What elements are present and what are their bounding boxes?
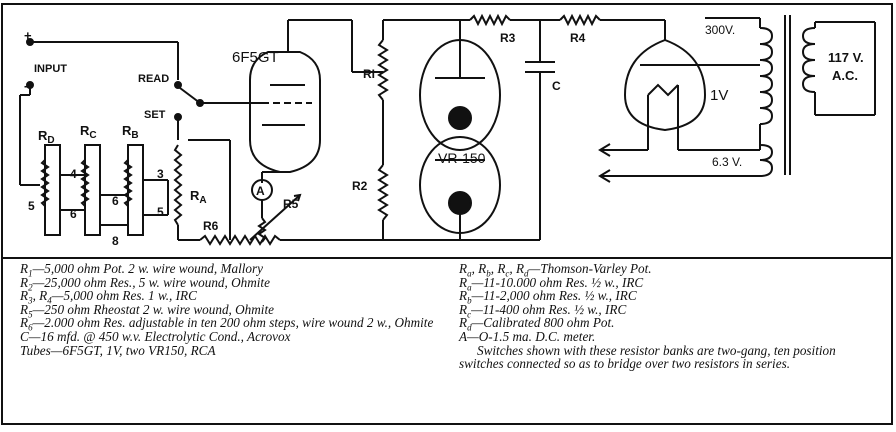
minus-label: - xyxy=(24,78,28,93)
tap-ra-bottom-label: 5 xyxy=(157,205,164,219)
meter-label: A xyxy=(256,184,265,198)
parts-list-right: Ra, Rb, Rc, Rd—Thomson-Varley Pot.Ra—11-… xyxy=(459,262,880,422)
parts-list-item: Switches shown with these resistor banks… xyxy=(459,342,836,372)
read-label: READ xyxy=(138,73,169,85)
tap-ra-top-label: 3 xyxy=(157,167,164,181)
parts-list-item: R2—25,000 ohm Res., 5 w. wire wound, Ohm… xyxy=(20,274,270,293)
tube-1v-label: 1V xyxy=(710,87,728,104)
parts-list-item: Ra, Rb, Rc, Rd—Thomson-Varley Pot. xyxy=(459,261,652,279)
v63-label: 6.3 V. xyxy=(712,155,742,169)
parts-list-item: R1—5,000 ohm Pot. 2 w. wire wound, Mallo… xyxy=(20,261,263,279)
rb-label: RB xyxy=(122,123,139,141)
parts-list-item: Tubes—6F5GT, 1V, two VR150, RCA xyxy=(20,342,216,358)
r5-label: R5 xyxy=(283,197,299,211)
tube1-label: 6F5GT xyxy=(232,49,279,66)
parts-list-item: Rc—11-400 ohm Res. ½ w., IRC xyxy=(459,301,627,320)
transformer-primary xyxy=(801,27,816,93)
set-label: SET xyxy=(144,109,166,121)
transformer-secondary xyxy=(759,27,774,125)
tap-rc-top-label: 4 xyxy=(70,167,77,181)
tap-rc-bottom-label: 6 xyxy=(70,207,77,221)
parts-list-left: R1—5,000 ohm Pot. 2 w. wire wound, Mallo… xyxy=(20,262,441,422)
vr150-label: VR-150 xyxy=(438,150,486,166)
parts-list-item: R6—2.000 ohm Res. adjustable in ten 200 … xyxy=(20,315,434,334)
filament-winding xyxy=(759,144,774,177)
rd-label: RD xyxy=(38,128,55,146)
read-contact xyxy=(174,81,182,89)
figure-border xyxy=(1,3,893,425)
tap-rd-label: 5 xyxy=(28,199,35,213)
v300-label: 300V. xyxy=(705,23,735,37)
parts-list-item: R5—250 ohm Rheostat 2 w. wire wound, Ohm… xyxy=(20,301,274,320)
ac-label: A.C. xyxy=(832,68,858,83)
tap-rb-top-label: 6 xyxy=(112,194,119,208)
plus-label: + xyxy=(24,28,32,43)
parts-list-item: R3, R4—5,000 ohm Res. 1 w., IRC xyxy=(20,288,197,306)
r3-label: R3 xyxy=(500,31,516,45)
r6-label: R6 xyxy=(203,219,219,233)
r4-label: R4 xyxy=(570,31,586,45)
parts-list-item: Ra—11-10.000 ohm Res. ½ w., IRC xyxy=(459,274,644,293)
r2-label: R2 xyxy=(352,179,368,193)
parts-list: R1—5,000 ohm Pot. 2 w. wire wound, Mallo… xyxy=(20,262,880,422)
tube-1v xyxy=(623,38,707,132)
ac-voltage-label: 117 V. xyxy=(828,50,864,65)
rc-label: RC xyxy=(80,123,97,141)
c-label: C xyxy=(552,79,561,93)
r1-label: RI xyxy=(363,67,375,81)
parts-list-item: Rd—Calibrated 800 ohm Pot. xyxy=(459,315,615,334)
tap-rb-bottom-label: 8 xyxy=(112,234,119,248)
parts-list-item: Rb—11-2,000 ohm Res. ½ w., IRC xyxy=(459,288,637,306)
tube-6f5gt xyxy=(249,51,321,173)
parts-list-item: C—16 mfd. @ 450 w.v. Electrolytic Cond.,… xyxy=(20,328,291,344)
ra-label: RA xyxy=(190,188,207,206)
parts-list-item: A—O-1.5 ma. D.C. meter. xyxy=(459,328,596,344)
input-label: INPUT xyxy=(34,63,67,75)
